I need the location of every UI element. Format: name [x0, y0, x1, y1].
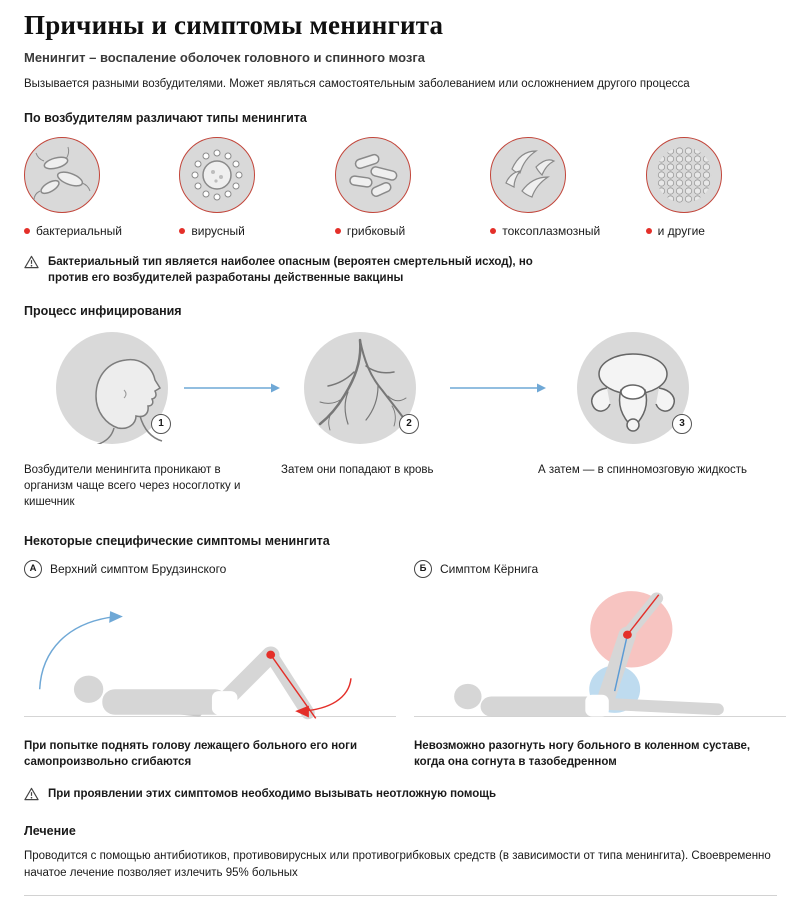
vertebra-icon [591, 352, 675, 432]
process-heading: Процесс инфицирования [24, 303, 182, 318]
treatment-heading: Лечение [24, 823, 76, 838]
warning-note-symptoms: При проявлении этих симптомов необходимо… [24, 786, 554, 806]
warning-text: При проявлении этих симптомов необходимо… [48, 787, 497, 800]
symptom-header: А Верхний симптом Брудзинского [24, 559, 396, 578]
red-bullet-icon [490, 227, 497, 234]
head-profile-icon [95, 358, 163, 446]
bacteria-icon [24, 136, 100, 213]
symptom-title: Верхний симптом Брудзинского [50, 561, 227, 576]
type-label: токсоплазмозный [502, 223, 601, 238]
type-label-row: грибковый [334, 223, 490, 238]
symptoms-heading: Некоторые специфические симптомы менинги… [24, 533, 330, 548]
pathogen-types-row: бактериальный [24, 136, 801, 238]
type-label: бактериальный [36, 223, 122, 238]
step-caption-2: Затем они попадают в кровь [281, 463, 434, 476]
symptoms-grid: А Верхний симптом Брудзинского При попыт… [24, 559, 786, 770]
type-label-row: вирусный [179, 224, 334, 238]
treatment-text: Проводится с помощью антибиотиков, проти… [24, 849, 771, 879]
symptom-caption: Невозможно разогнуть ногу больного в кол… [414, 739, 751, 768]
process-step-circle-1: 1 [56, 331, 171, 446]
footer-divider [24, 895, 777, 897]
type-label: и другие [657, 223, 705, 238]
page-title: Причины и симптомы менингита [24, 10, 444, 40]
type-label-row: токсоплазмозный [490, 224, 645, 238]
type-item-viral: вирусный [179, 136, 334, 238]
symptom-header: Б Симптом Кёрнига [414, 559, 786, 578]
page-subtitle: Менингит – воспаление оболочек головного… [24, 50, 425, 65]
type-item-others: и другие [645, 136, 801, 238]
process-step-circle-2: 2 [304, 331, 419, 444]
toxoplasma-icon [490, 136, 567, 213]
process-captions: Возбудители менингита проникают в органи… [0, 460, 801, 516]
type-item-toxoplasma: токсоплазмозный [490, 136, 645, 238]
type-label-row: бактериальный [24, 224, 179, 238]
symptom-title: Симптом Кёрнига [440, 561, 539, 576]
red-bullet-icon [645, 227, 652, 234]
others-icon [645, 136, 722, 213]
type-item-bacterial: бактериальный [24, 136, 179, 238]
red-bullet-icon [179, 227, 186, 234]
symptom-column-a: А Верхний симптом Брудзинского При попыт… [24, 559, 396, 770]
warning-triangle-icon [24, 787, 39, 806]
process-diagram: 1 2 [0, 331, 801, 448]
symptom-letter-badge: Б [414, 559, 432, 578]
types-heading: По возбудителям различают типы менингита [24, 110, 307, 125]
process-step-circle-3: 3 [577, 331, 692, 444]
type-label-row: и другие [645, 223, 801, 238]
step-number-badge: 2 [399, 413, 419, 434]
warning-text: Бактериальный тип является наиболее опас… [48, 255, 533, 284]
step-arrow-icon [184, 383, 280, 393]
red-bullet-icon [24, 227, 30, 234]
blood-vessels-icon [318, 338, 407, 431]
type-label: вирусный [191, 223, 245, 238]
step-caption-1: Возбудители менингита проникают в органи… [24, 463, 241, 508]
step-caption-3: А затем — в спинномозговую жидкость [538, 463, 748, 476]
step-number-badge: 3 [672, 413, 692, 434]
red-bullet-icon [334, 227, 341, 234]
step-arrow-icon [450, 383, 546, 393]
step-number-badge: 1 [151, 413, 171, 434]
intro-text: Вызывается разными возбудителями. Может … [24, 78, 690, 90]
warning-note-types: Бактериальный тип является наиболее опас… [24, 254, 554, 286]
symptom-column-b: Б Симптом Кёрнига Невозможно разогнуть н… [414, 559, 786, 770]
brudzinski-figure [24, 610, 396, 719]
warning-triangle-icon [24, 255, 39, 274]
fungus-icon [334, 136, 411, 213]
virus-icon [179, 136, 256, 213]
type-label: грибковый [346, 223, 406, 238]
type-item-fungal: грибковый [334, 136, 490, 238]
symptom-letter-badge: А [24, 559, 42, 578]
kernig-figure [414, 590, 786, 717]
symptom-caption: При попытке поднять голову лежащего боль… [24, 739, 358, 768]
